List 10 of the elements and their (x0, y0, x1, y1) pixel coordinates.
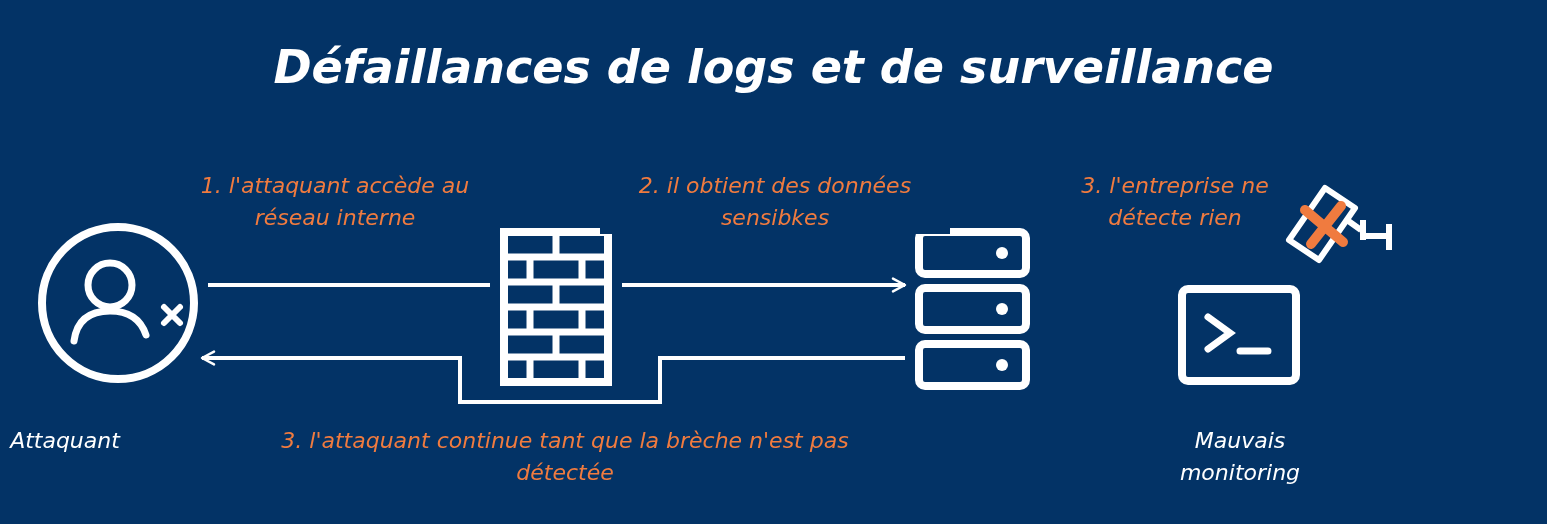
node-caption: Attaquant (8, 427, 122, 455)
note-text: 3. l'entreprise ne détecte rien (1080, 172, 1270, 232)
arrow (622, 277, 907, 293)
terminal-icon (1178, 285, 1300, 385)
firewall-icon (500, 228, 612, 386)
title: Défaillances de logs et de surveillance (272, 40, 1275, 94)
server-icon (915, 228, 1030, 388)
arrow (200, 350, 905, 404)
attacker-icon (38, 223, 198, 383)
node-caption: Mauvais monitoring (1178, 427, 1302, 487)
